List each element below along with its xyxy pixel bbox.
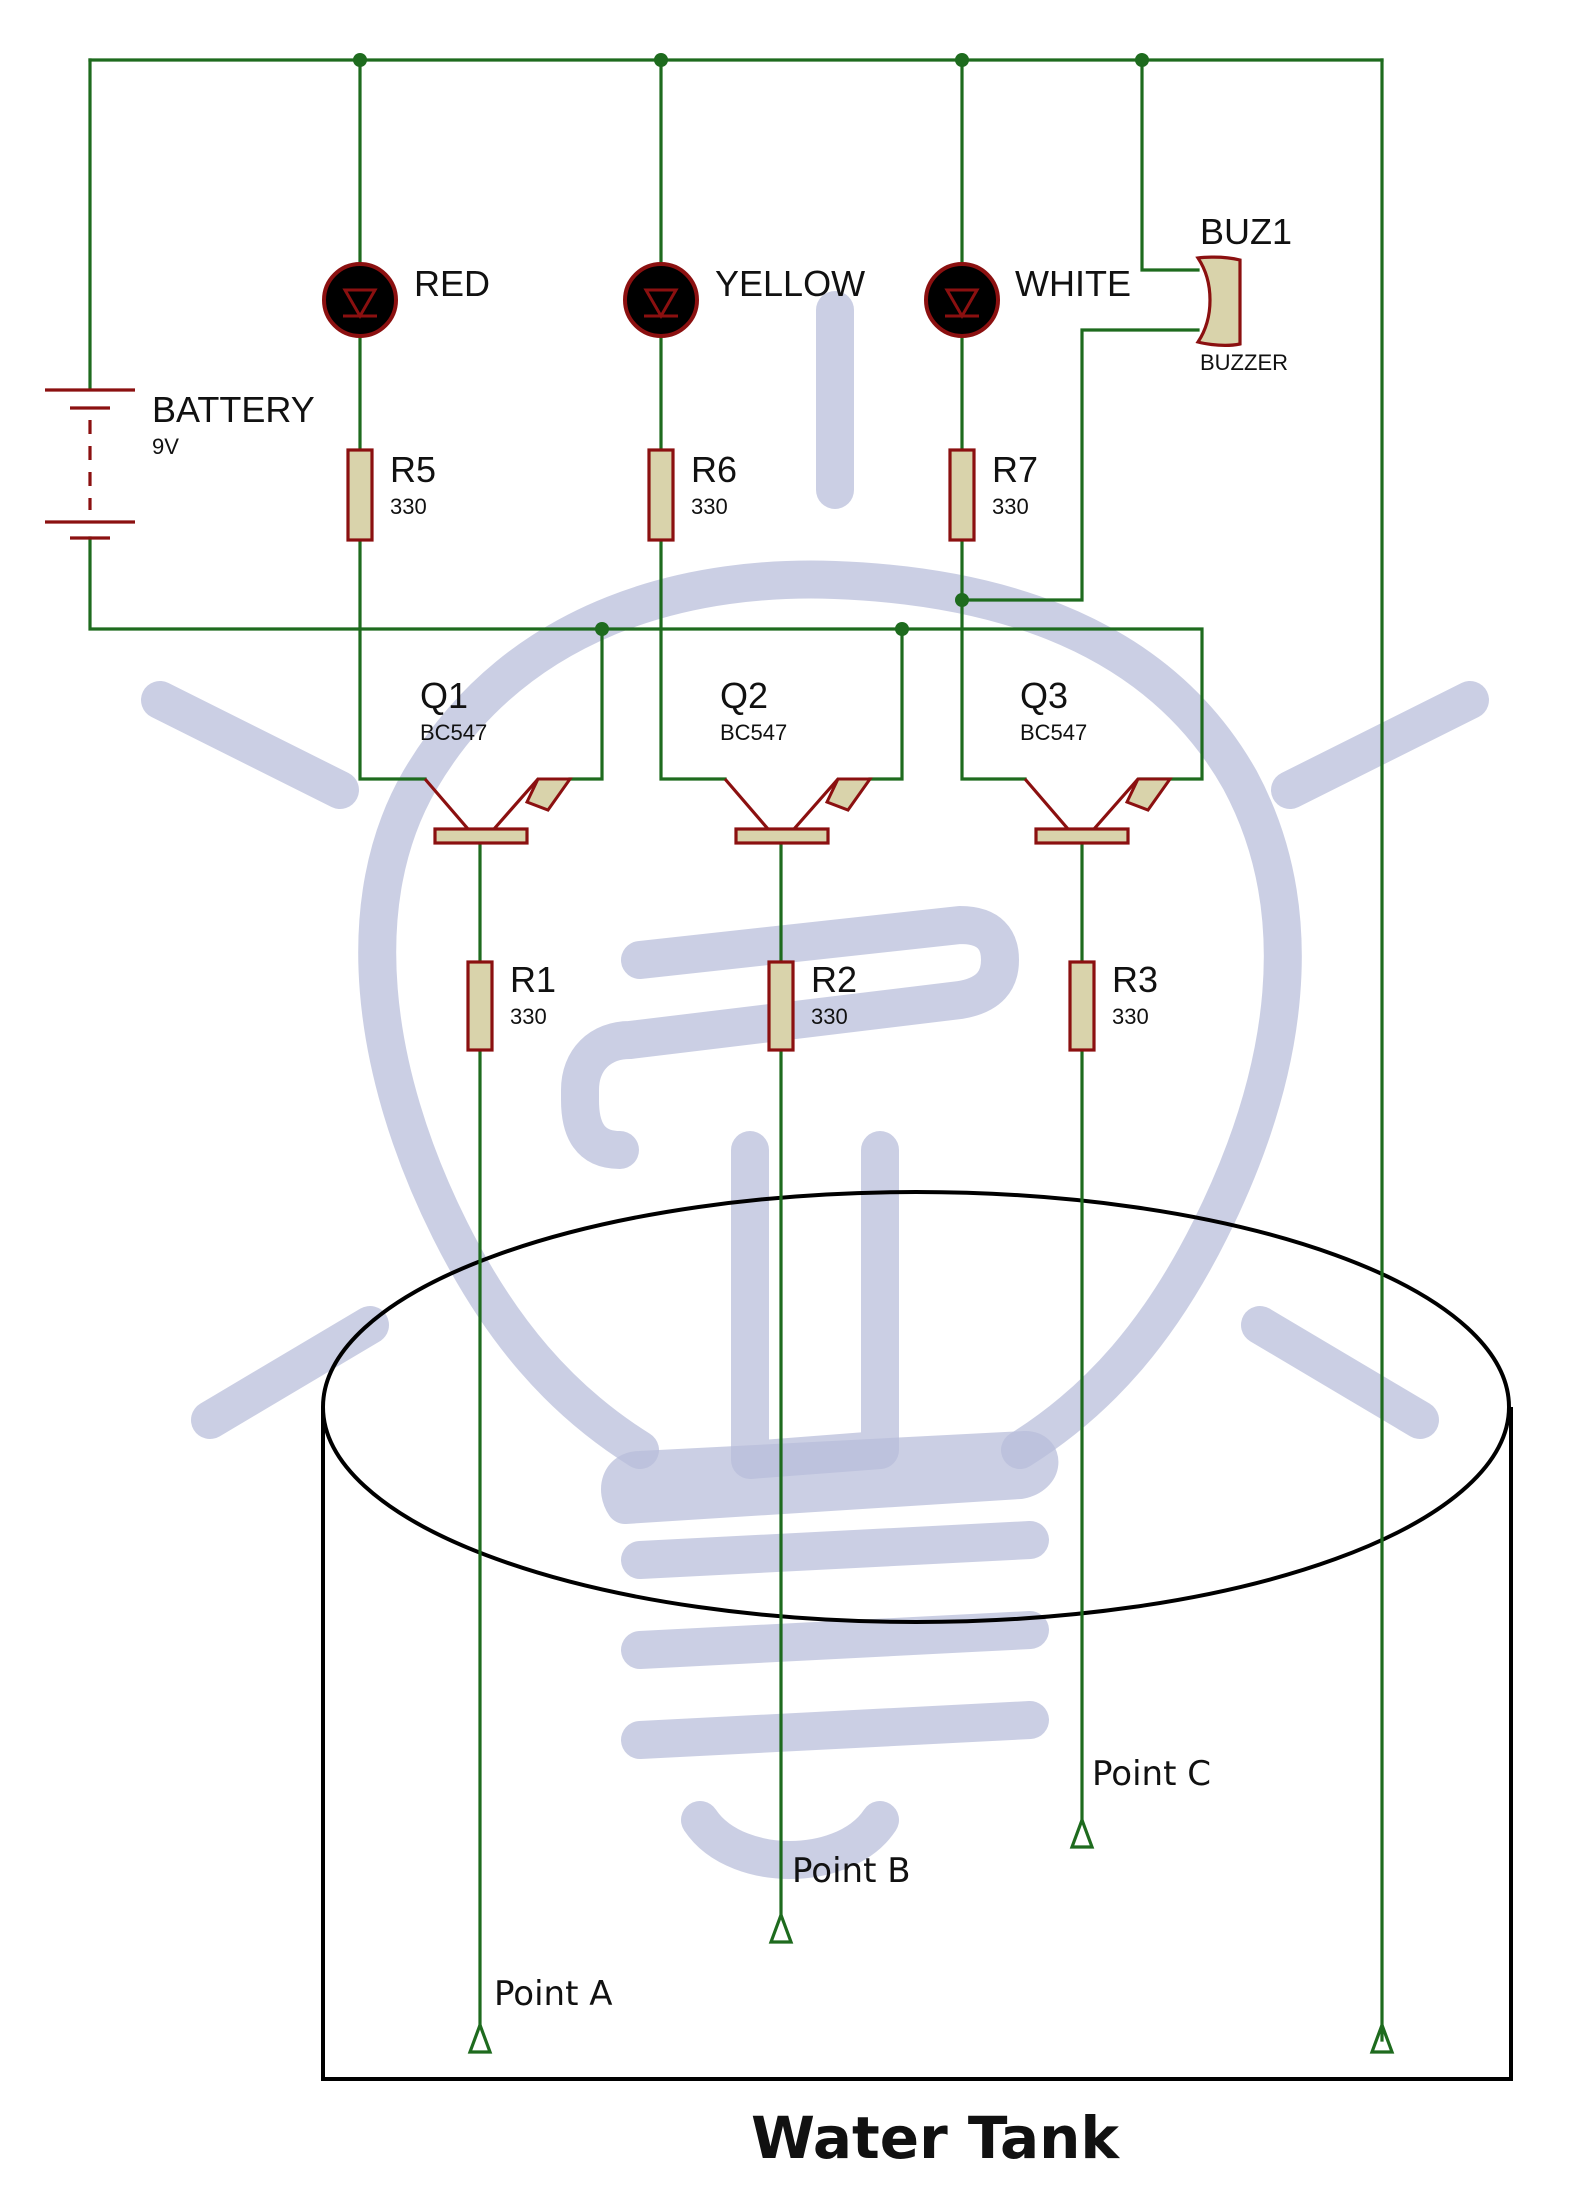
r7-value: 330 <box>992 494 1029 519</box>
transistor-q1: Q1 BC547 <box>420 675 573 845</box>
buzzer-label: BUZ1 <box>1200 211 1292 252</box>
r1-value: 330 <box>510 1004 547 1029</box>
led-red-label: RED <box>414 263 490 304</box>
transistor-q2: Q2 BC547 <box>720 675 873 845</box>
r6-label: R6 <box>691 449 737 490</box>
r2-label: R2 <box>811 959 857 1000</box>
junction-dots <box>353 53 1149 636</box>
r2-value: 330 <box>811 1004 848 1029</box>
r7-label: R7 <box>992 449 1038 490</box>
probe-common <box>1369 2020 1395 2054</box>
resistor-r5: R5 330 <box>346 448 436 542</box>
battery-symbol: BATTERY 9V <box>45 388 315 540</box>
bottom-rail-wire <box>88 536 1204 781</box>
led-red: RED <box>322 262 490 338</box>
q1-value: BC547 <box>420 720 487 745</box>
probe-a-label: Point A <box>494 1974 613 2014</box>
probe-point-b: Point B <box>768 1851 911 1944</box>
resistor-r3: R3 330 <box>1068 959 1158 1052</box>
q2-label: Q2 <box>720 675 768 716</box>
resistor-r2: R2 330 <box>767 959 857 1052</box>
tank-label: Water Tank <box>751 2104 1120 2172</box>
tank-body <box>321 1407 1513 2081</box>
led-yellow: YELLOW <box>623 262 865 338</box>
probe-b-label: Point B <box>792 1851 911 1891</box>
resistor-r1: R1 330 <box>466 959 556 1052</box>
resistor-r6: R6 330 <box>647 448 737 542</box>
buzzer-symbol: BUZ1 BUZZER <box>1195 211 1292 375</box>
r1-label: R1 <box>510 959 556 1000</box>
watermark-bulb-logo <box>141 291 1489 1879</box>
q3-value: BC547 <box>1020 720 1087 745</box>
battery-label: BATTERY <box>152 389 315 430</box>
q1-label: Q1 <box>420 675 468 716</box>
r5-value: 330 <box>390 494 427 519</box>
probe-point-a: Point A <box>467 1974 613 2054</box>
led-white: WHITE <box>924 262 1131 338</box>
wires <box>88 58 1384 2042</box>
q3-label: Q3 <box>1020 675 1068 716</box>
r5-label: R5 <box>390 449 436 490</box>
probe-point-c: Point C <box>1069 1754 1211 1849</box>
resistor-r7: R7 330 <box>948 448 1038 542</box>
led-white-label: WHITE <box>1015 263 1131 304</box>
r3-label: R3 <box>1112 959 1158 1000</box>
battery-value: 9V <box>152 434 179 459</box>
r6-value: 330 <box>691 494 728 519</box>
buzzer-value: BUZZER <box>1200 350 1288 375</box>
water-tank <box>321 1190 1513 2081</box>
q2-value: BC547 <box>720 720 787 745</box>
probe-c-label: Point C <box>1092 1754 1211 1794</box>
transistor-q3: Q3 BC547 <box>1020 675 1173 845</box>
r3-value: 330 <box>1112 1004 1149 1029</box>
led-yellow-label: YELLOW <box>715 263 865 304</box>
